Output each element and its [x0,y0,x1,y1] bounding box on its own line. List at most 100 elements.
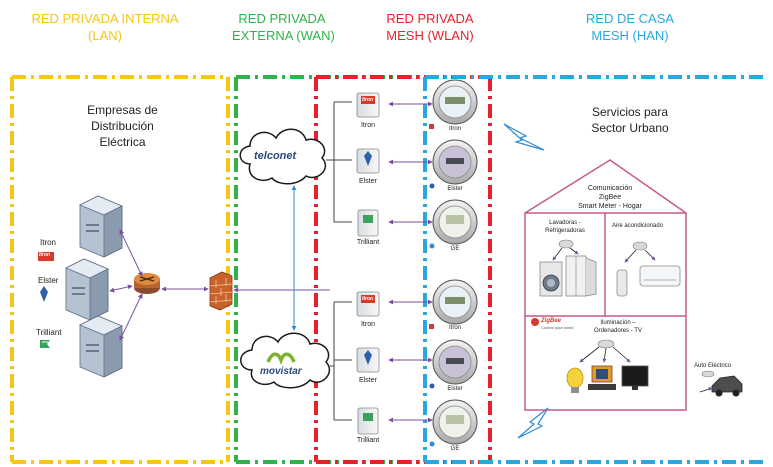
wan-title-line2: EXTERNA (WAN) [232,28,335,43]
lan-title-line1: RED PRIVADA INTERNA [31,11,179,26]
zigbee-logo-text: ZigBee [541,318,562,324]
refrigerator-icon [565,255,597,297]
house-title-line1: Comunicación [587,185,633,192]
collector-trilliant-top-icon [357,209,379,237]
meter-label-elster-top: Elster [447,186,463,192]
movistar-label: movistar [260,366,302,377]
electric-car-icon [699,375,743,397]
ac-room-label: Aire acondicionado [612,223,664,229]
telconet-cloud-icon [239,128,327,185]
meter-label-elster-bottom: Elster [447,386,463,392]
meter-itron-top-marker-icon [429,124,434,129]
meter-label-itron-top: Itron [448,126,461,132]
wlan-title-line2: MESH (WLAN) [386,28,474,43]
collector-meter-links [388,101,433,423]
meter-ge-top-marker-icon [429,243,435,249]
server-trilliant-icon [79,315,123,378]
house-title-line2: ZigBee [598,194,622,201]
services-title: Servicios para Sector Urbano [575,104,685,136]
laundry-label-line2: Refrigeradoras [545,228,585,234]
wireless-signal-bottom-icon [517,407,549,439]
wlan-zone-title: RED PRIVADA MESH (WLAN) [380,10,480,44]
movistar-cloud-icon [240,332,331,389]
trilliant-logo-icon [40,340,50,348]
zigbee-logo-tagline: Control your world [541,325,574,330]
utilities-title-line3: Eléctrica [99,135,146,149]
lighting-label-line1: Iluminación – [600,320,636,326]
meter-label-ge-top: GE [450,246,460,252]
wan-zone-title: RED PRIVADA EXTERNA (WAN) [232,10,335,44]
vendor-label-itron: Itron [40,238,57,247]
air-conditioner-icon [616,265,681,297]
house-outline [524,159,687,411]
services-title-line2: Sector Urbano [591,121,669,135]
services-title-line1: Servicios para [591,105,669,119]
zigbee-node-car-icon [701,370,715,378]
meter-ge-bottom-marker-icon [429,441,435,447]
collector-itron-bottom-logo-text: Itron [362,296,374,302]
meter-label-itron-bottom: Itron [448,325,461,331]
wlan-zone-border [314,75,492,464]
firewall-icon [209,271,233,311]
vendor-label-elster: Elster [38,276,59,285]
elster-logo-icon [40,286,48,302]
wlan-title-line1: RED PRIVADA [386,11,474,26]
collector-elster-top-icon [356,148,380,174]
zigbee-node-laundry-icon [558,239,574,249]
zigbee-node-lighting-icon [597,339,615,349]
movistar-bus [330,301,352,421]
itron-logo-icon [38,252,54,261]
server-itron-icon [79,195,123,258]
lighting-links [579,346,631,363]
lan-zone-title: RED PRIVADA INTERNA (LAN) [30,10,180,44]
collector-label-elster-bottom: Elster [359,377,377,384]
appliance-links [552,247,579,261]
house-title-line3: Smart Meter - Hogar [578,203,642,210]
itron-logo-text: Itron [39,252,51,258]
collector-label-itron-top: Itron [360,122,375,129]
router-icon [134,273,160,294]
zigbee-node-ac-icon [632,241,648,251]
han-title-line1: RED DE CASA [585,11,675,26]
collector-trilliant-bottom-icon [357,407,379,435]
house-title: Comunicación ZigBee Smart Meter - Hogar [565,184,655,211]
laundry-label-line1: Lavadoras - [549,220,581,226]
telconet-label: telconet [254,150,297,162]
meter-itron-bottom-icon [432,279,478,325]
lan-zone-border [10,75,230,464]
lan-title-line2: (LAN) [88,28,122,43]
collector-label-itron-bottom: Itron [360,321,375,328]
zigbee-logo-icon [531,318,539,326]
light-bulb-icon [566,367,584,393]
meter-elster-top-icon [432,139,478,185]
utilities-title-line2: Distribución [91,119,154,133]
meter-itron-bottom-marker-icon [429,324,434,329]
electric-car-label: Auto Eléctrico [694,363,732,369]
telconet-bus [326,101,352,223]
server-elster-icon [65,258,109,321]
collector-itron-top-logo-text: Itron [362,97,374,103]
lighting-room-label: Iluminación – Ordenadores - TV [583,319,653,335]
washer-icon [539,261,563,297]
wan-title-line1: RED PRIVADA [238,11,326,26]
utilities-title-line1: Empresas de [87,103,158,117]
tv-icon [621,365,649,390]
meter-elster-bottom-marker-icon [429,383,435,389]
collector-itron-bottom-icon [356,291,380,317]
meter-ge-bottom-icon [432,399,478,445]
meter-elster-top-marker-icon [429,183,435,189]
laundry-room-label: Lavadoras - Refrigeradoras [530,219,600,235]
meter-elster-bottom-icon [432,339,478,385]
han-zone-border [423,75,765,464]
computer-icon [588,365,616,390]
meter-label-ge-bottom: GE [450,446,460,452]
collector-label-trilliant-top: Trilliant [356,239,380,246]
ac-links [624,249,656,263]
han-title-line2: MESH (HAN) [591,28,669,43]
collector-itron-top-icon [356,92,380,118]
meter-ge-top-icon [432,199,478,245]
meter-itron-top-icon [432,79,478,125]
utilities-title: Empresas de Distribución Eléctrica [70,102,175,150]
wireless-signal-top-icon [503,123,545,151]
